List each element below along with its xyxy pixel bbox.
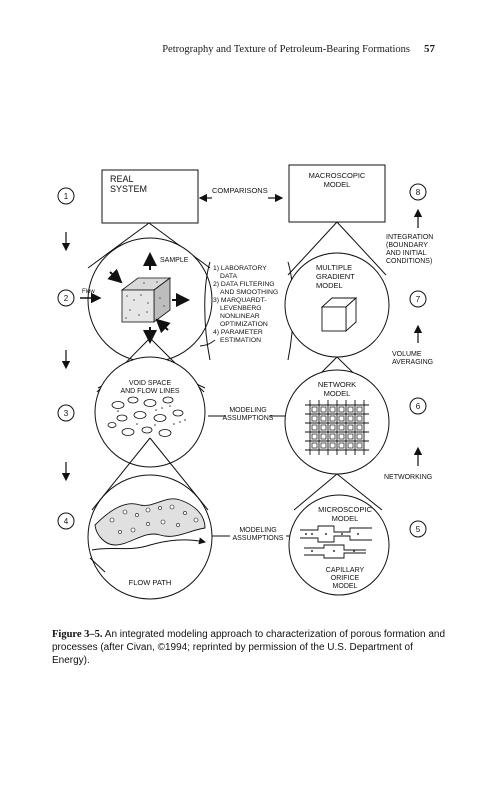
step-number-5: 5 [416, 525, 421, 534]
procedures-pointer-low [199, 339, 216, 347]
flow-path-line [91, 537, 206, 551]
step-number-4: 4 [64, 517, 69, 526]
sample-arrow-in-2 [155, 318, 171, 334]
step-number-2: 2 [64, 294, 69, 303]
step-number-8: 8 [416, 188, 421, 197]
procedures-list: 1) LABORATORY DATA 2) DATA FILTERING AND… [213, 265, 280, 344]
zoom-cone-gradient [287, 221, 387, 276]
comparisons-label: COMPARISONS [212, 186, 268, 195]
step-number-6: 6 [416, 402, 421, 411]
flow-path-bubbles [109, 504, 199, 534]
step-circle-6 [409, 397, 427, 415]
procedures-bracket-left [204, 261, 211, 361]
sample-cube [120, 277, 172, 323]
step-number-3: 3 [64, 409, 69, 418]
zoom-cone-microscopic [293, 473, 383, 511]
page-number: 57 [424, 43, 435, 55]
step-circle-5 [409, 520, 427, 538]
sample-label: SAMPLE [160, 257, 189, 264]
capillary-droplets [305, 533, 359, 552]
step-circle-1 [57, 187, 75, 205]
flow-path-pointer [89, 557, 106, 573]
macroscopic-model-box [288, 164, 386, 223]
void-grains [107, 396, 184, 437]
networking-label: NETWORKING [384, 474, 432, 481]
flow-label: Flow [82, 289, 95, 295]
running-title: Petrography and Texture of Petroleum-Bea… [162, 44, 410, 55]
step-circle-8 [409, 183, 427, 201]
step-circle-2 [57, 289, 75, 307]
void-flow-dots [117, 405, 186, 426]
step-circle-3 [57, 404, 75, 422]
step-number-7: 7 [416, 295, 421, 304]
gradient-model-cube [320, 296, 358, 333]
step-number-1: 1 [64, 192, 69, 201]
flow-path-grain [94, 498, 206, 546]
flow-path-label: FLOW PATH [129, 578, 172, 587]
network-pores [311, 406, 363, 449]
capillary-orifice-drawing [300, 525, 372, 559]
figure-caption: Figure 3–5. An integrated modeling appro… [52, 628, 452, 667]
sample-arrow-in-1 [107, 268, 123, 284]
step-circle-4 [57, 512, 75, 530]
step-circle-7 [409, 290, 427, 308]
real-system-box [101, 169, 199, 224]
void-space-circle [94, 356, 206, 468]
figure-caption-text: An integrated modeling approach to chara… [52, 629, 446, 666]
figure-label: Figure 3–5. [52, 629, 103, 640]
network-grid [305, 400, 369, 455]
